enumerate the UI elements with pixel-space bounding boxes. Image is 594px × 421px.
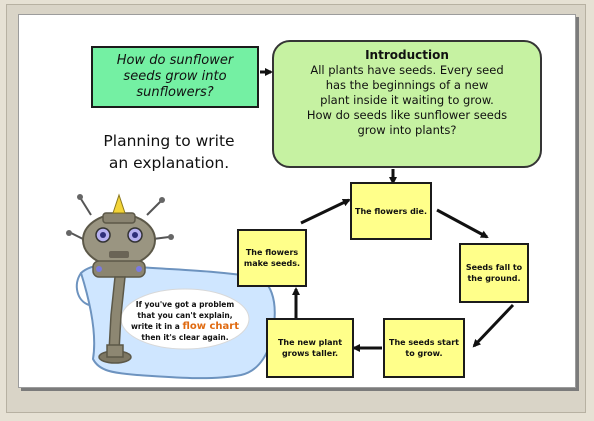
scroll-illustration [75, 263, 276, 380]
question-text: How do sunflower seeds grow into sunflow… [116, 53, 234, 100]
scroll-note-suffix: then it's clear again. [141, 333, 229, 342]
cycle-step-text: The new plant grows taller. [277, 338, 343, 358]
introduction-line: All plants have seeds. Every seed [310, 63, 504, 77]
scroll-note-line: that you can't explain, [137, 311, 233, 320]
arrow-cycle-5 [300, 198, 351, 225]
cycle-step-flowers-make-seeds: The flowers make seeds. [237, 229, 307, 287]
introduction-title: Introduction [365, 48, 449, 62]
cycle-step-seeds-fall: Seeds fall to the ground. [459, 243, 529, 303]
cycle-step-text: The flowers die. [354, 206, 428, 216]
cycle-step-flowers-die: The flowers die. [350, 182, 432, 240]
planning-caption: Planning to write an explanation. [84, 130, 254, 174]
slide: How do sunflower seeds grow into sunflow… [18, 14, 576, 388]
planning-line: Planning to write [103, 132, 235, 150]
cycle-step-new-plant-grows: The new plant grows taller. [266, 318, 354, 378]
arrow-cycle-2 [472, 303, 515, 348]
introduction-line: has the beginnings of a new [325, 78, 489, 92]
scroll-note-prefix: write it in a [131, 322, 180, 331]
introduction-box: Introduction All plants have seeds. Ever… [272, 40, 542, 168]
robot-illustration [66, 193, 174, 364]
flow-chart-highlight: flow chart [182, 321, 239, 332]
introduction-line: grow into plants? [357, 123, 457, 137]
introduction-line: plant inside it waiting to grow. [320, 93, 494, 107]
cycle-step-seeds-start-grow: The seeds start to grow. [383, 318, 465, 378]
question-box: How do sunflower seeds grow into sunflow… [91, 46, 259, 108]
diagram-graphics [66, 68, 515, 380]
cycle-step-text: The seeds start to grow. [388, 338, 459, 358]
cycle-step-text: Seeds fall to the ground. [465, 263, 523, 283]
introduction-line: How do seeds like sunflower seeds [306, 108, 508, 122]
scroll-note: If you've got a problem that you can't e… [124, 299, 246, 343]
cycle-step-text: The flowers make seeds. [243, 248, 301, 268]
planning-line: an explanation. [108, 154, 230, 172]
arrow-cycle-1 [436, 208, 489, 239]
scroll-note-line: If you've got a problem [135, 300, 235, 309]
